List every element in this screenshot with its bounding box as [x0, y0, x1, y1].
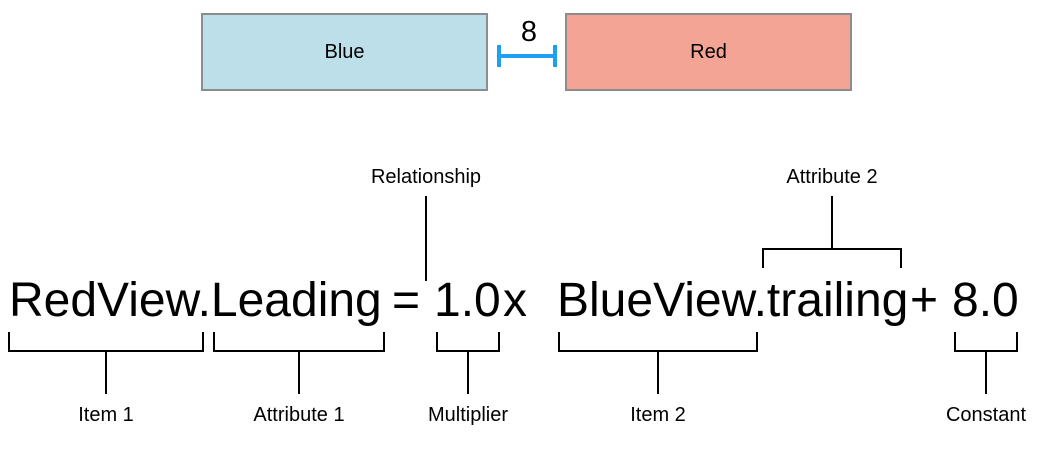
item1-pointer-line: [105, 352, 107, 394]
blue-view-box: Blue: [201, 13, 488, 91]
multiplier-pointer-line: [467, 352, 469, 394]
attribute2-label: Attribute 2: [786, 166, 878, 188]
blue-view-label: Blue: [324, 40, 365, 63]
spacing-value-label: 8: [520, 16, 538, 48]
item1-bracket: [8, 332, 204, 352]
constant-pointer-line: [985, 352, 987, 394]
red-view-box: Red: [565, 13, 852, 91]
item2-label: Item 2: [630, 404, 686, 426]
attribute1-pointer-line: [298, 352, 300, 394]
spacing-ibeam-line: [497, 54, 557, 58]
item2-pointer-line: [657, 352, 659, 394]
constant-bracket: [954, 332, 1018, 352]
spacing-ibeam-left-cap: [497, 45, 501, 67]
equation-constant: 8.0: [952, 274, 1019, 327]
attribute2-bracket: [762, 248, 902, 268]
spacing-ibeam-right-cap: [553, 45, 557, 67]
multiplier-label: Multiplier: [427, 404, 509, 426]
multiplier-bracket: [436, 332, 500, 352]
item1-label: Item 1: [78, 404, 134, 426]
attribute2-pointer-line: [831, 196, 833, 248]
relationship-pointer-line: [425, 196, 427, 281]
constant-label: Constant: [945, 404, 1027, 426]
item2-bracket: [558, 332, 758, 352]
red-view-label: Red: [690, 40, 727, 63]
attribute1-label: Attribute 1: [253, 404, 345, 426]
equation-multiplier: 1.0: [434, 274, 501, 327]
relationship-label: Relationship: [370, 166, 482, 188]
attribute1-bracket: [213, 332, 385, 352]
equation-item2: BlueView.trailing: [557, 274, 909, 327]
equation-multiply-operator: x: [503, 274, 527, 327]
equation-relation: =: [392, 274, 421, 327]
equation-add-operator: +: [910, 274, 939, 327]
equation-item1: RedView.Leading: [9, 274, 382, 327]
